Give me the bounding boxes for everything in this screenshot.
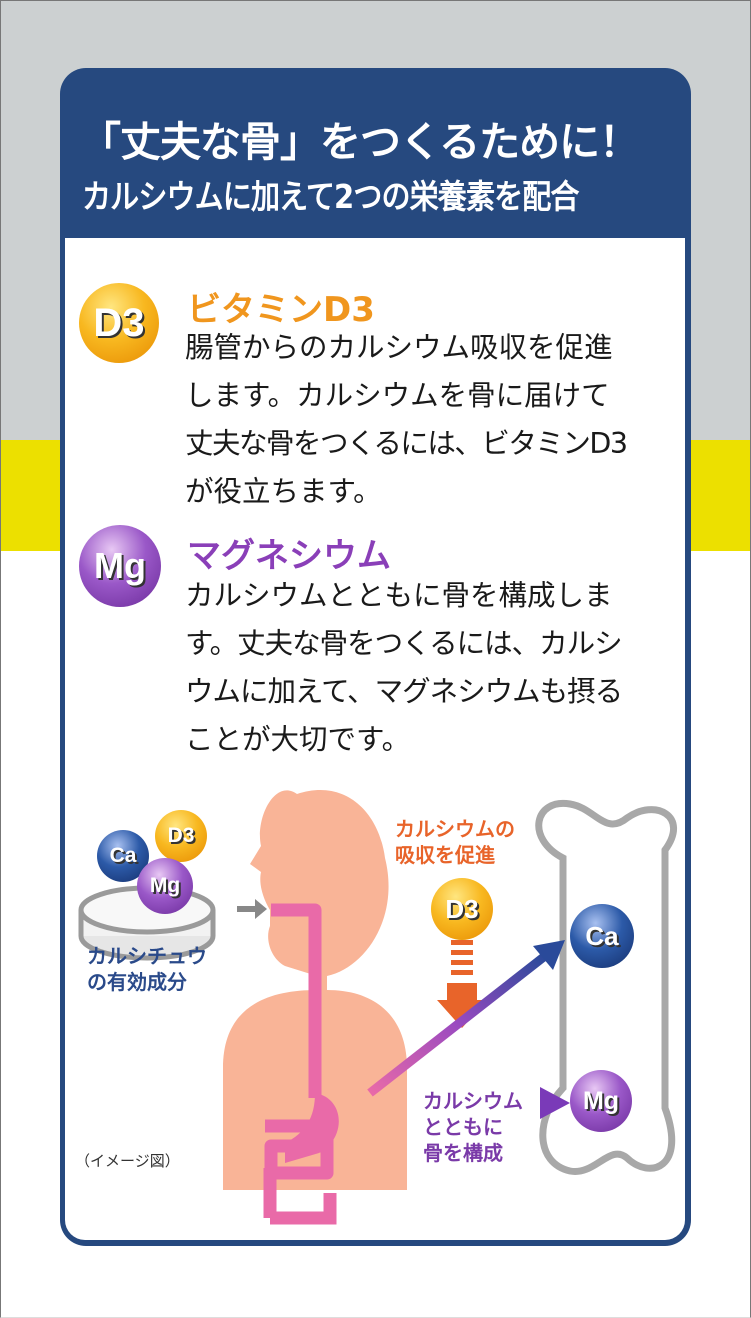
panel-content: D3 ビタミンD3 腸管からのカルシウム吸収を促進 します。カルシウムを骨に届け… — [65, 238, 685, 1240]
absorption-arrow — [437, 940, 487, 1028]
ball-label: Mg — [582, 1086, 620, 1115]
bone-magnesium-ball-icon: Mg — [570, 1070, 632, 1132]
absorption-d3-ball-icon: D3 — [431, 878, 493, 940]
calcium-transport-arrow — [367, 940, 565, 1097]
page-subtitle: カルシウムに加えて2つの栄養素を配合 — [82, 177, 579, 216]
caption-line: の有効成分 — [87, 970, 187, 994]
image-note: （イメージ図） — [75, 1152, 180, 1170]
absorption-caption: カルシウムの 吸収を促進 — [395, 816, 515, 868]
ball-label: Ca — [585, 920, 619, 951]
bone-caption: カルシウム とともに 骨を構成 — [423, 1088, 523, 1166]
description-line: ことが大切です。 — [185, 723, 411, 756]
vitamin-d3-description: 腸管からのカルシウム吸収を促進 します。カルシウムを骨に届けて 丈夫な骨をつくる… — [185, 324, 675, 516]
info-panel: 「丈夫な骨」をつくるために！ カルシウムに加えて2つの栄養素を配合 D3 ビタミ… — [60, 68, 691, 1246]
magnesium-title: マグネシウム — [187, 536, 391, 576]
vitamin-d3-ball-icon: D3 — [155, 810, 207, 862]
description-line: す。丈夫な骨をつくるには、カルシ — [185, 627, 623, 660]
ball-label: Mg — [149, 874, 181, 897]
caption-line: とともに — [423, 1115, 503, 1139]
caption-line: 吸収を促進 — [395, 843, 495, 867]
caption-line: カルシウム — [423, 1089, 523, 1113]
vitamin-d3-badge-icon: D3 — [79, 283, 159, 363]
magnesium-description: カルシウムとともに骨を構成しま す。丈夫な骨をつくるには、カルシ ウムに加えて、… — [185, 572, 675, 764]
ball-label: D3 — [167, 824, 195, 847]
tablet-caption: カルシチュウ の有効成分 — [87, 943, 207, 995]
absorption-diagram — [78, 789, 677, 1225]
bone-outline — [535, 799, 677, 1175]
caption-line: 骨を構成 — [423, 1141, 503, 1165]
human-body-silhouette — [223, 789, 407, 1190]
description-line: します。カルシウムを骨に届けて — [185, 379, 610, 412]
description-line: ウムに加えて、マグネシウムも摂る — [185, 675, 623, 708]
magnesium-transport-arrow — [355, 1087, 570, 1119]
ball-label: D3 — [445, 893, 479, 924]
description-line: カルシウムとともに骨を構成しま — [185, 579, 613, 612]
bone-calcium-ball-icon: Ca — [570, 904, 634, 968]
magnesium-badge-icon: Mg — [79, 525, 161, 607]
badge-label: D3 — [93, 300, 145, 345]
caption-line: カルシチュウ — [87, 944, 207, 968]
vitamin-d3-title: ビタミンD3 — [187, 290, 375, 330]
description-line: 腸管からのカルシウム吸収を促進 — [185, 331, 613, 364]
ball-label: Ca — [109, 844, 137, 867]
badge-label: Mg — [94, 545, 146, 586]
page-title: 「丈夫な骨」をつくるために！ — [80, 118, 640, 166]
magnesium-ball-icon: Mg — [137, 858, 193, 914]
description-line: 丈夫な骨をつくるには、ビタミンD3 — [185, 427, 628, 460]
description-line: が役立ちます。 — [185, 475, 382, 508]
caption-line: カルシウムの — [395, 817, 515, 841]
